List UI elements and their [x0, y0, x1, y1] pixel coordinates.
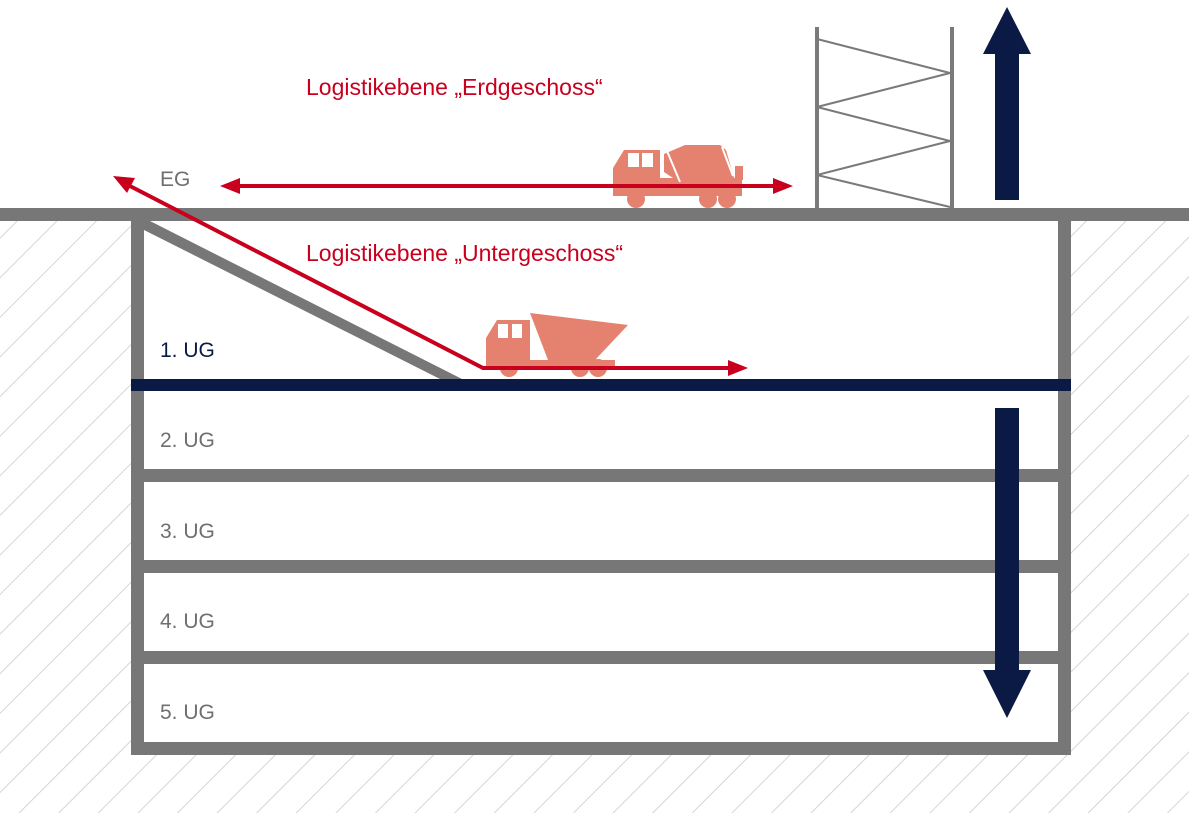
ramp [144, 221, 462, 379]
arrow-up-icon [983, 7, 1031, 200]
soil-bottom [132, 755, 1070, 813]
pit-floor [131, 742, 1071, 755]
floor-label-ug4: 4. UG [160, 610, 215, 633]
slab-ug3 [131, 560, 1071, 573]
floor-label-ug1: 1. UG [160, 339, 215, 362]
soil-right [1070, 220, 1189, 813]
floor-label-ug3: 3. UG [160, 520, 215, 543]
title-ground-level: Logistikebene „Erdgeschoss“ [306, 74, 603, 100]
slab-ug4 [131, 651, 1071, 664]
arrow-down-icon [983, 408, 1031, 718]
soil-left [0, 220, 132, 813]
ground-level-route-arrow [220, 178, 793, 194]
title-underground-level: Logistikebene „Untergeschoss“ [306, 240, 624, 266]
dump-truck-icon [486, 313, 628, 377]
slab-ug1 [131, 379, 1071, 391]
floor-label-eg: EG [160, 168, 191, 191]
underground-route-arrow [113, 176, 748, 376]
concrete-mixer-truck-icon [613, 145, 743, 208]
scaffold-icon [815, 27, 954, 208]
slab-ug2 [131, 469, 1071, 482]
ground-surface [0, 208, 1189, 221]
floor-label-ug5: 5. UG [160, 701, 215, 724]
floor-label-ug2: 2. UG [160, 429, 215, 452]
